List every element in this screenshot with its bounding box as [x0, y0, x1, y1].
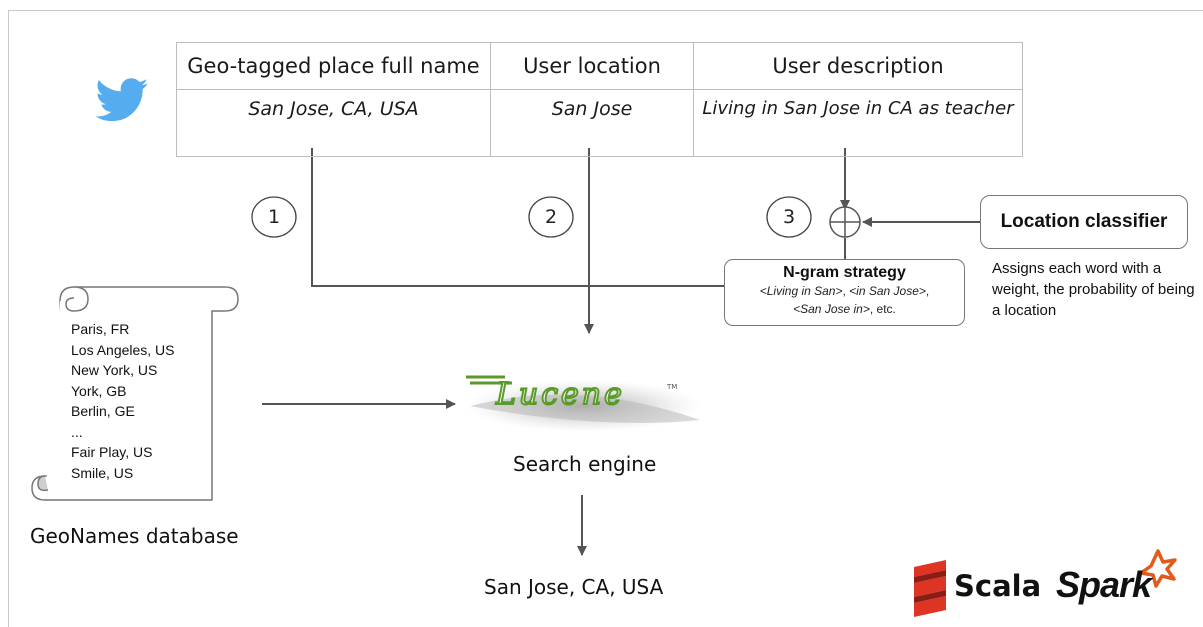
step-circle-3: [766, 196, 812, 238]
scala-logo-text: Scala: [954, 569, 1042, 603]
lucene-logo: Lucene TM: [466, 375, 702, 432]
ngram-strategy-box: N-gram strategy <Living in San>, <in San…: [724, 259, 965, 326]
tweet-fields-table: Geo-tagged place full name User location…: [176, 42, 1023, 157]
table-row: San Jose, CA, USA San Jose Living in San…: [176, 89, 1023, 157]
spark-logo-text: Spark: [1056, 564, 1152, 605]
geonames-city-list: Paris, FR Los Angeles, US New York, US Y…: [71, 319, 175, 483]
feather-shape: [470, 394, 700, 423]
scroll-icon: [31, 286, 239, 501]
ngram-example-3: <San Jose in>: [793, 302, 870, 316]
search-engine-label: Search engine: [513, 452, 657, 476]
cell-user-location: San Jose: [490, 89, 694, 157]
twitter-bird-icon: [95, 78, 148, 122]
ngram-example-1: <Living in San>: [759, 284, 843, 298]
header-user-description: User description: [693, 42, 1023, 90]
lucene-tm: TM: [666, 383, 677, 391]
list-item: Berlin, GE: [71, 403, 135, 419]
connector-place-to-ngram: [311, 148, 724, 287]
step-label-3: 3: [782, 206, 796, 228]
lucene-logo-text: Lucene: [495, 377, 625, 412]
location-classifier-description: Assigns each word with a weight, the pro…: [992, 260, 1195, 319]
ngram-examples-line-1: <Living in San>, <in San Jose>,: [759, 284, 930, 298]
cell-user-description: Living in San Jose in CA as teacher: [693, 89, 1023, 157]
step-label-1: 1: [267, 206, 281, 228]
ngram-example-2: <in San Jose>: [849, 284, 926, 298]
location-classifier-box: Location classifier: [980, 195, 1188, 249]
list-item: Smile, US: [71, 464, 134, 481]
cell-place-full-name: San Jose, CA, USA: [176, 89, 491, 157]
list-item: Los Angeles, US: [71, 341, 175, 358]
header-user-location: User location: [490, 42, 694, 90]
location-classifier-title: Location classifier: [1000, 211, 1168, 232]
list-item: New York, US: [71, 362, 158, 378]
lucene-speed-lines: [466, 375, 512, 385]
scala-icon: [914, 560, 946, 617]
combine-plus-icon: [829, 206, 861, 238]
ngram-strategy-title: N-gram strategy: [783, 264, 906, 281]
list-item: Fair Play, US: [71, 444, 153, 460]
header-place-full-name: Geo-tagged place full name: [176, 42, 491, 90]
spark-star-icon: [1139, 549, 1177, 588]
geonames-database-label: GeoNames database: [30, 524, 239, 548]
list-item: Paris, FR: [71, 321, 130, 337]
list-item: ...: [71, 423, 83, 440]
table-header-row: Geo-tagged place full name User location…: [176, 42, 1023, 90]
diagram-frame: [8, 10, 1203, 627]
ngram-suffix: , etc.: [869, 302, 896, 316]
ngram-examples-line-2: <San Jose in>, etc.: [725, 300, 964, 318]
list-item: York, GB: [71, 382, 127, 399]
step-label-2: 2: [544, 206, 558, 228]
step-circle-1: [251, 196, 297, 238]
result-label: San Jose, CA, USA: [484, 575, 664, 599]
step-circle-2: [528, 196, 574, 238]
